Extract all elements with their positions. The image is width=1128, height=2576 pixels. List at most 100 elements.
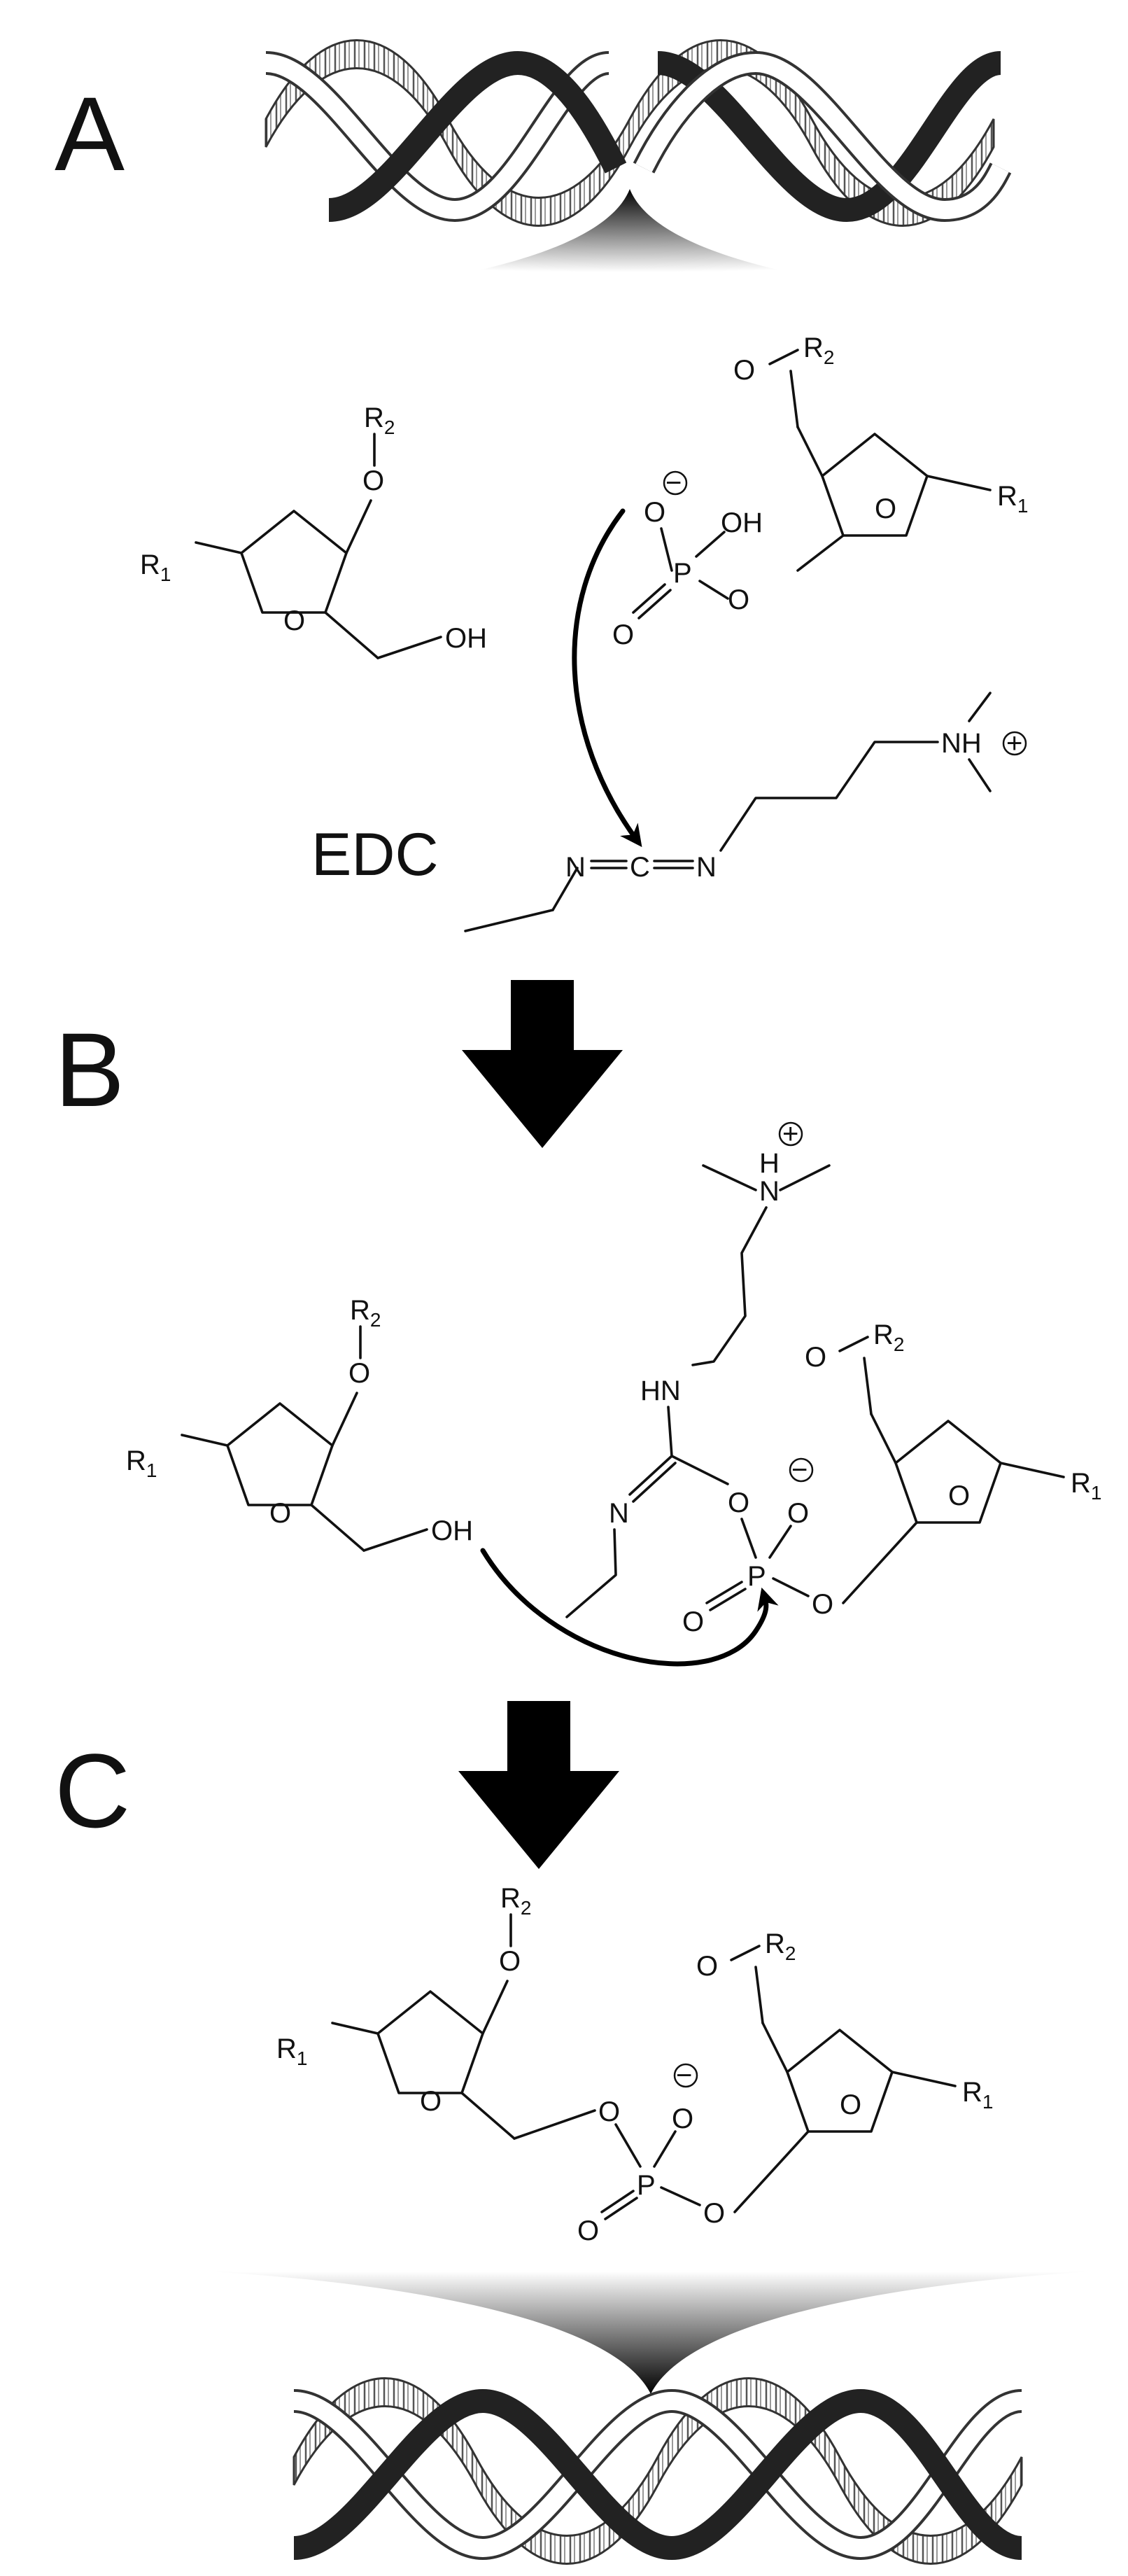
- atom-r2-sub: 2: [824, 346, 835, 368]
- sugar-right-b: [842, 1357, 1065, 1604]
- atom-r1: R: [140, 550, 160, 580]
- sugar-right-a: [789, 370, 992, 572]
- down-arrow-icon: [458, 1701, 619, 1869]
- atom-r2: R: [350, 1295, 370, 1326]
- positive-charge-icon: [778, 1121, 803, 1147]
- svg-text:R2: R2: [873, 1320, 904, 1355]
- atom-oh: OH: [445, 623, 487, 654]
- atom-o: O: [733, 355, 755, 386]
- atom-o: O: [612, 620, 634, 650]
- atom-n: N: [565, 852, 586, 883]
- zoom-wedge-top: [161, 189, 1092, 308]
- atom-r1: R: [962, 2077, 982, 2108]
- sugar-left-b: [181, 1392, 428, 1552]
- svg-text:R2: R2: [765, 1928, 796, 1964]
- atom-o: O: [703, 2198, 725, 2229]
- ring-oxygen: O: [420, 2086, 442, 2117]
- atom-o: O: [787, 1498, 809, 1529]
- negative-charge-icon: [789, 1457, 814, 1483]
- atom-r2: R: [873, 1320, 894, 1350]
- reagent-label: EDC: [311, 821, 439, 888]
- charge-plus: +: [1006, 728, 1022, 759]
- svg-text:R1: R1: [1071, 1468, 1101, 1504]
- atom-r2: R: [364, 402, 384, 433]
- down-arrow-icon: [462, 980, 623, 1148]
- atom-r2-sub: 2: [384, 416, 395, 438]
- atom-p: P: [637, 2170, 656, 2201]
- ring-oxygen: O: [840, 2090, 861, 2120]
- atom-n: N: [759, 1176, 780, 1207]
- atom-r1: R: [126, 1446, 146, 1476]
- atom-r1: R: [1071, 1468, 1091, 1499]
- svg-text:R1: R1: [140, 550, 171, 585]
- atom-o: O: [812, 1589, 833, 1620]
- negative-charge-icon: [673, 2063, 698, 2088]
- atom-o: O: [348, 1358, 370, 1389]
- atom-r1: R: [997, 481, 1017, 512]
- ring-oxygen: O: [875, 493, 896, 524]
- atom-o: O: [696, 1951, 718, 1982]
- curved-arrow-icon: [572, 508, 642, 848]
- atom-o: O: [577, 2216, 599, 2246]
- edc-molecule: N C N NH +: [464, 692, 1027, 932]
- atom-o: O: [644, 497, 665, 528]
- atom-r1-sub: 1: [1017, 495, 1029, 517]
- svg-text:R1: R1: [126, 1446, 157, 1481]
- atom-o: O: [728, 1488, 749, 1518]
- ring-oxygen: O: [283, 606, 305, 636]
- atom-hn: HN: [640, 1376, 681, 1406]
- zoom-wedge-bottom: [210, 2272, 1092, 2394]
- o-acylisourea-intermediate: H + N HN N O P O − O O: [565, 1119, 833, 1637]
- atom-r1-sub: 1: [297, 2047, 308, 2069]
- sugar-right-c: [733, 1966, 957, 2213]
- atom-r2-sub: 2: [521, 1897, 532, 1919]
- svg-text:R1: R1: [962, 2077, 993, 2113]
- sugar-left-c: [331, 1980, 596, 2140]
- atom-o: O: [728, 584, 749, 615]
- atom-r1-sub: 1: [1091, 1482, 1102, 1504]
- atom-r1-sub: 1: [982, 2091, 994, 2113]
- svg-text:R2: R2: [803, 332, 834, 368]
- ring-oxygen: O: [269, 1498, 291, 1529]
- dna-helix-top: [265, 39, 1012, 227]
- atom-o: O: [805, 1342, 826, 1373]
- atom-r2: R: [765, 1928, 785, 1959]
- atom-r2: R: [500, 1883, 521, 1914]
- atom-r2-sub: 2: [370, 1309, 381, 1331]
- atom-p: P: [747, 1561, 766, 1592]
- atom-o: O: [682, 1606, 704, 1637]
- atom-n: N: [609, 1498, 629, 1529]
- panel-label-c: C: [55, 1732, 130, 1849]
- atom-o: O: [362, 465, 384, 496]
- positive-charge-icon: [1002, 731, 1027, 756]
- panel-label-b: B: [55, 1011, 125, 1128]
- svg-text:R2: R2: [500, 1883, 531, 1919]
- atom-o: O: [598, 2096, 620, 2127]
- charge-minus: −: [676, 2060, 692, 2091]
- atom-r2: R: [803, 332, 824, 363]
- atom-o: O: [499, 1946, 521, 1977]
- atom-r2-sub: 2: [894, 1334, 905, 1355]
- atom-h: H: [759, 1148, 780, 1179]
- curved-arrow-icon: [480, 1548, 779, 1667]
- atom-c: C: [630, 852, 650, 883]
- atom-oh: OH: [721, 507, 763, 538]
- atom-p: P: [673, 558, 692, 589]
- svg-text:R1: R1: [997, 481, 1028, 517]
- atom-r2-sub: 2: [785, 1942, 796, 1964]
- dna-helix-bottom: [292, 2377, 1023, 2565]
- ring-oxygen: O: [948, 1480, 970, 1511]
- atom-r1: R: [276, 2033, 297, 2064]
- atom-oh: OH: [431, 1516, 473, 1546]
- atom-o: O: [672, 2104, 693, 2134]
- negative-charge-icon: [663, 470, 688, 496]
- svg-text:R2: R2: [350, 1295, 381, 1331]
- panel-label-a: A: [55, 75, 125, 192]
- charge-minus: −: [665, 468, 682, 498]
- atom-nh: NH: [941, 728, 982, 759]
- charge-minus: −: [791, 1455, 808, 1485]
- atom-r1-sub: 1: [146, 1460, 157, 1481]
- svg-text:R2: R2: [364, 402, 395, 438]
- sugar-left-a: [195, 499, 442, 659]
